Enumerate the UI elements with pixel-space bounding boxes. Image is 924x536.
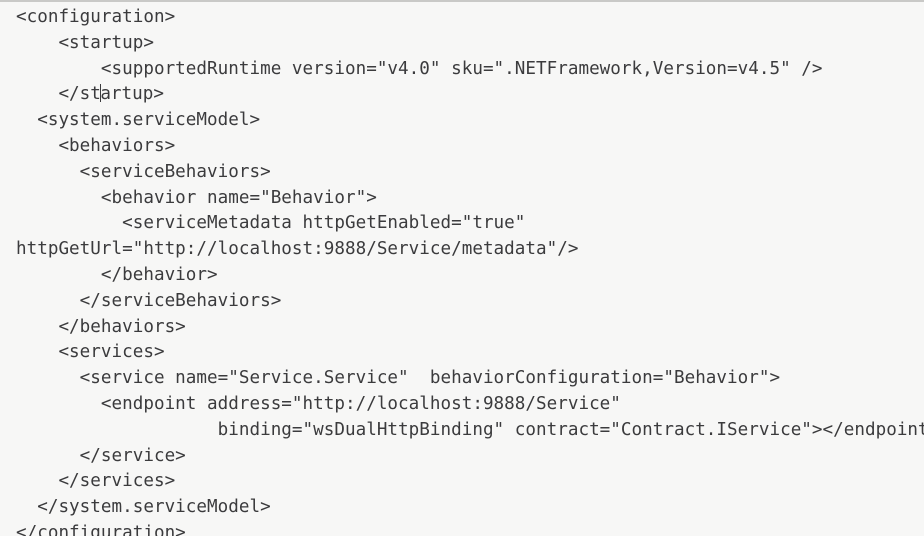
- code-line[interactable]: httpGetUrl="http://localhost:9888/Servic…: [16, 239, 579, 260]
- code-line[interactable]: <behaviors>: [16, 135, 176, 156]
- code-line[interactable]: </system.serviceModel>: [16, 497, 271, 518]
- code-line[interactable]: <behavior name="Behavior">: [16, 187, 377, 208]
- code-line[interactable]: </services>: [16, 471, 176, 492]
- code-line[interactable]: <endpoint address="http://localhost:9888…: [16, 393, 621, 414]
- code-line-text-before-caret: </st: [16, 84, 101, 105]
- code-line[interactable]: <serviceMetadata httpGetEnabled="true": [16, 213, 526, 234]
- code-line[interactable]: </startup>: [0, 82, 924, 108]
- code-line[interactable]: <serviceBehaviors>: [16, 161, 271, 182]
- code-line[interactable]: <startup>: [16, 32, 154, 53]
- code-line[interactable]: <configuration>: [16, 7, 176, 27]
- code-line[interactable]: </behaviors>: [16, 316, 186, 337]
- text-caret: [100, 84, 102, 103]
- code-line[interactable]: </configuration>: [16, 522, 186, 536]
- code-line[interactable]: <system.serviceModel>: [16, 110, 261, 131]
- code-line-text-after-caret: artup>: [100, 84, 164, 105]
- code-line[interactable]: <services>: [16, 342, 165, 363]
- code-line[interactable]: </serviceBehaviors>: [16, 290, 282, 311]
- code-line[interactable]: </service>: [16, 445, 186, 466]
- code-line[interactable]: <service name="Service.Service" behavior…: [16, 368, 781, 389]
- code-line[interactable]: <supportedRuntime version="v4.0" sku=".N…: [16, 58, 823, 79]
- code-line[interactable]: binding="wsDualHttpBinding" contract="Co…: [16, 419, 924, 440]
- code-line[interactable]: </behavior>: [16, 264, 218, 285]
